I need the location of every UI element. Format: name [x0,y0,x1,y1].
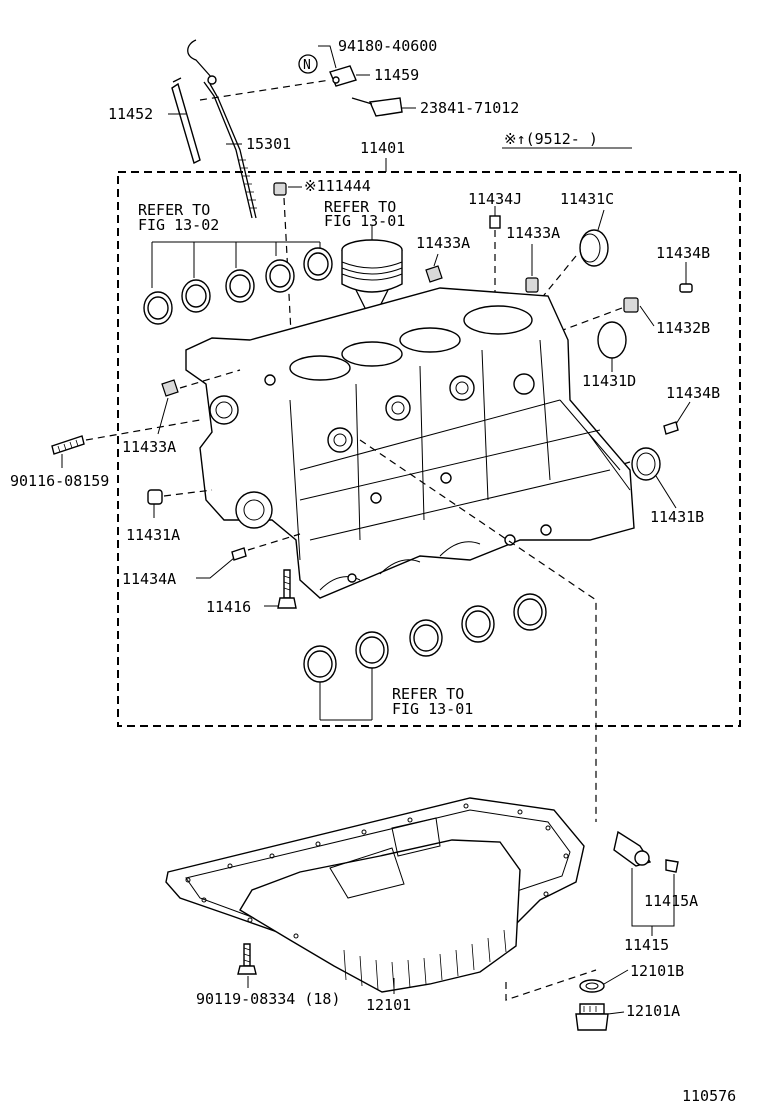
dipstick-dashed-link [199,79,331,101]
label-date-note: ※↑(9512- ) [504,130,598,148]
label-12101A: 12101A [626,1002,680,1020]
label-94180-40600: 94180-40600 [338,37,437,55]
bolt-11416 [277,569,297,609]
piston-part [341,239,403,311]
label-11401: 11401 [360,139,405,157]
label-11431B: 11431B [650,508,704,526]
label-refer-fig-13-02-l1: REFER TO [138,201,210,219]
label-11432B: 11432B [656,319,710,337]
label-15301: 15301 [246,135,291,153]
label-12101B: 12101B [630,962,684,980]
label-11416: 11416 [206,598,251,616]
drain-plug-12101A [575,1003,609,1031]
label-refer-fig-13-01-bottom-l2: FIG 13-01 [392,700,473,718]
expansion-plug-11431C [579,229,609,267]
pin-11434B-lower [663,421,679,435]
label-23841-71012: 23841-71012 [420,99,519,117]
stud-bolt-90116 [51,435,85,455]
label-refer-fig-13-02-l2: FIG 13-02 [138,216,219,234]
label-11434J: 11434J [468,190,522,208]
label-90119-08334: 90119-08334 (18) [196,990,341,1008]
plug-111444-part [273,182,287,196]
dipstick-part [187,39,257,219]
label-11434B-b: 11434B [666,384,720,402]
pin-11434B-upper [679,283,693,293]
label-11434B-a: 11434B [656,244,710,262]
lower-main-bearings [303,593,547,683]
n-marker-text: N [303,58,311,73]
oil-pan-part [165,797,585,993]
bracket-fig-13-02 [151,241,321,288]
upper-main-bearings [143,247,333,325]
label-11459: 11459 [374,66,419,84]
pin-11434A [231,547,247,561]
label-111444: ※111444 [304,177,371,195]
label-11431A: 11431A [126,526,180,544]
plug-11433A-upper [425,265,443,283]
label-11431D: 11431D [582,372,636,390]
cylinder-block-part [185,287,635,599]
label-11452: 11452 [108,105,153,123]
label-11415: 11415 [624,936,669,954]
plug-11433A-left [161,379,179,397]
label-11433A-a: 11433A [416,234,470,252]
assembly-boundary-box [117,171,741,727]
dipstick-guide-part [171,77,201,165]
label-11433A-b: 11433A [506,224,560,242]
label-refer-fig-13-01-top-l2: FIG 13-01 [324,212,405,230]
oil-pressure-switch-11415A [665,859,679,873]
label-11434A: 11434A [122,570,176,588]
label-11431C: 11431C [560,190,614,208]
expansion-plug-11431A [147,489,163,505]
bracket-23841-part [351,97,403,117]
label-12101: 12101 [366,996,411,1014]
drain-plug-gasket-12101B [579,979,605,993]
label-11433A-c: 11433A [122,438,176,456]
dashed-link-to-11415 [359,439,597,822]
circled-n-icon: N [298,54,318,74]
bolt-90119 [237,943,257,975]
plug-11432B [623,297,639,313]
label-90116-08159: 90116-08159 [10,472,109,490]
plug-11433A-right [525,277,539,293]
expansion-plug-11431D [597,321,627,359]
figure-number: 110576 [682,1087,736,1105]
label-refer-fig-13-01-bottom-l1: REFER TO [392,685,464,703]
expansion-plug-11431B [631,447,661,481]
label-refer-fig-13-01-top-l1: REFER TO [324,198,396,216]
label-11415A: 11415A [644,892,698,910]
bracket-fig-13-01-bottom [319,668,373,721]
clamp-11459-part [329,65,357,87]
oil-pressure-switch-11415 [613,830,652,867]
pin-11434J [489,215,501,229]
